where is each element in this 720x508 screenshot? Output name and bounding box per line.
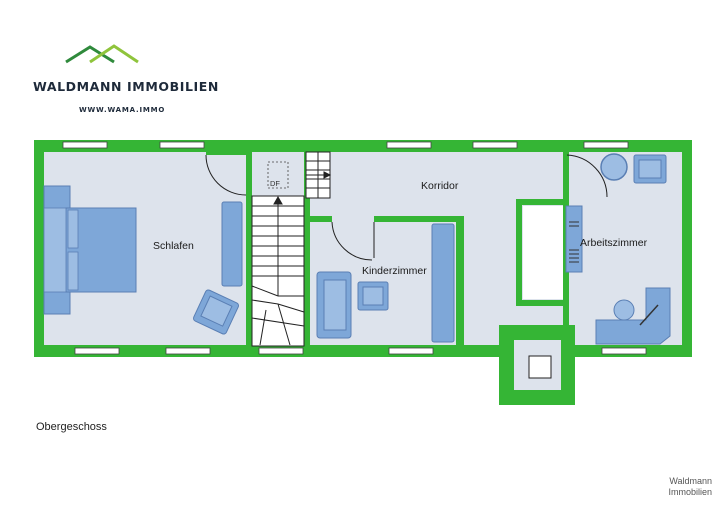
windows: [62, 141, 647, 355]
watermark-line-1: Waldmann: [669, 476, 712, 486]
corner-desk: [595, 287, 671, 345]
armchair-schlafen: [192, 289, 240, 335]
watermark: Waldmann Immobilien: [668, 476, 712, 498]
kinder-wardrobe: [431, 223, 455, 343]
room-label-arbeitszimmer: Arbeitszimmer: [580, 237, 648, 249]
room-label-kinderzimmer: Kinderzimmer: [362, 265, 427, 277]
company-logo: [65, 44, 139, 64]
wardrobe: [221, 201, 243, 287]
room-label-korridor: Korridor: [421, 180, 459, 192]
brand-url: WWW.WAMA.IMMO: [79, 106, 166, 114]
staircase: [251, 195, 305, 347]
room-label-schlafen: Schlafen: [153, 240, 194, 252]
bed: [43, 185, 137, 315]
dormer-marker: [267, 161, 289, 189]
sofa-kinder: [316, 271, 352, 339]
round-table: [600, 153, 628, 181]
bookshelf: [565, 205, 583, 273]
closet-inner: [523, 206, 563, 299]
brand-name: WALDMANN IMMOBILIEN: [33, 79, 219, 94]
watermark-line-2: Immobilien: [668, 487, 712, 497]
door-swings: [205, 154, 608, 261]
chimney-shaft: [528, 355, 552, 379]
armchair-arbeit: [633, 154, 667, 184]
armchair-kinder: [357, 281, 389, 311]
dormer-label: DF: [270, 179, 280, 188]
floor-name: Obergeschoss: [36, 421, 107, 433]
corridor-steps: [305, 151, 332, 199]
mountain-roof-icon: [65, 44, 139, 64]
